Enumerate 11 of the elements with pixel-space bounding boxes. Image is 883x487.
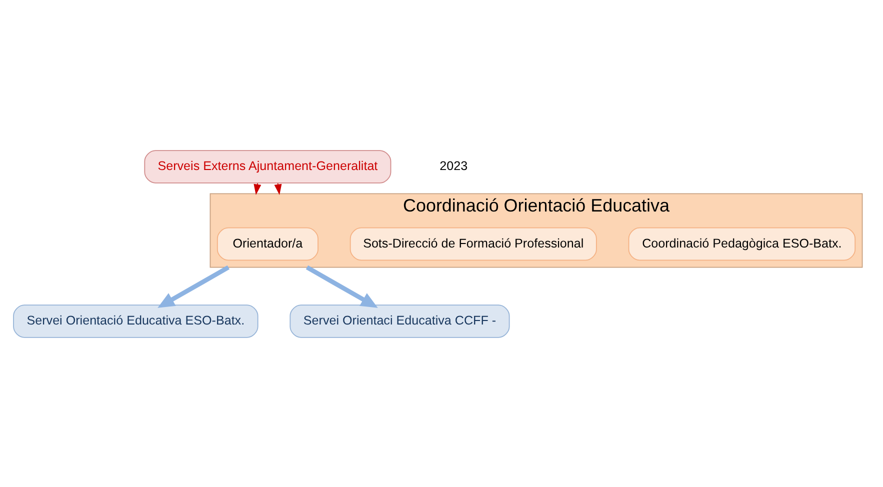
node-box: Orientador/a [216, 226, 318, 260]
node-box: Coordinació Pedagògica ESO-Batx. [628, 226, 856, 260]
node-box: Servei Orientació Educativa ESO-Batx. [13, 304, 258, 338]
arrow [158, 264, 230, 308]
arrow [274, 182, 282, 195]
node-box: Servei Orientaci Educativa CCFF - [290, 304, 510, 338]
arrow [254, 182, 262, 195]
node-box: Sots-Direcció de Formació Professional [350, 226, 597, 260]
node-box: Serveis Externs Ajuntament-Generalitat [144, 150, 392, 183]
arrow [306, 264, 378, 308]
label: 2023 [440, 158, 468, 173]
